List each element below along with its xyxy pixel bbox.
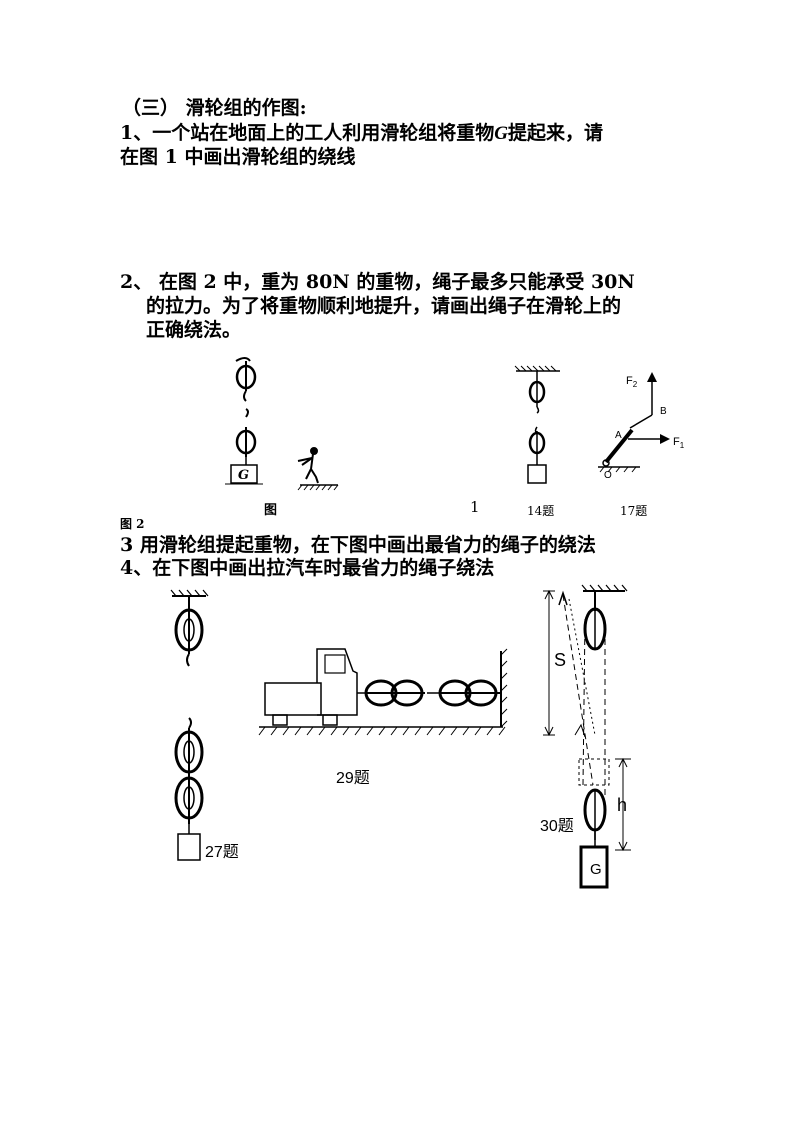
figure-2-label: 图 2 (120, 517, 145, 531)
label-b: B (660, 406, 667, 417)
label-a: A (615, 430, 622, 441)
label-h: h (617, 795, 628, 815)
figure-number: 1 (470, 498, 480, 516)
question-1-line-1: 1、一个站在地面上的工人利用滑轮组将重物G提起来，请 (120, 121, 603, 146)
figure-17-lever (598, 372, 670, 473)
section-heading: （三） 滑轮组的作图: (122, 97, 307, 119)
label-o: O (604, 470, 612, 481)
figure-27-pulleys (170, 589, 209, 861)
figure-30-pulleys (543, 584, 631, 889)
q1-italic-g: G (494, 123, 508, 144)
question-2-line-3: 正确绕法。 (146, 319, 242, 341)
label-g-box: G (590, 861, 602, 878)
figure-1-pulleys (225, 357, 339, 491)
figure-29-truck (258, 648, 508, 736)
caption-14: 14题 (527, 504, 555, 518)
q1-text-b: 提起来，请 (507, 122, 603, 144)
caption-30: 30题 (540, 818, 574, 835)
f1-subscript: 1 (679, 441, 685, 451)
weight-g-label: G (238, 468, 250, 483)
q1-text-a: 1、一个站在地面上的工人利用滑轮组将重物 (120, 122, 495, 144)
question-2-line-2: 的拉力。为了将重物顺利地提升，请画出绳子在滑轮上的 (146, 295, 622, 317)
figure-caption: 图 (264, 503, 278, 518)
caption-29: 29题 (336, 770, 370, 787)
question-2-line-1: 2、 在图 2 中，重为 80N 的重物，绳子最多只能承受 30N (120, 271, 635, 293)
caption-17: 17题 (620, 504, 648, 518)
question-1-line-2: 在图 1 中画出滑轮组的绕线 (120, 146, 356, 168)
caption-27: 27题 (205, 844, 239, 861)
label-f1: F1 (673, 436, 684, 450)
f2-subscript: 2 (632, 380, 638, 390)
f1-letter: F (673, 436, 680, 448)
label-s: S (554, 650, 567, 670)
question-3: 3 用滑轮组提起重物，在下图中画出最省力的绳子的绕法 (120, 534, 596, 556)
f2-letter: F (626, 375, 633, 387)
figure-14-pulleys (514, 365, 560, 484)
question-4: 4、在下图中画出拉汽车时最省力的绳子绕法 (120, 557, 495, 579)
label-f2: F2 (626, 375, 637, 389)
